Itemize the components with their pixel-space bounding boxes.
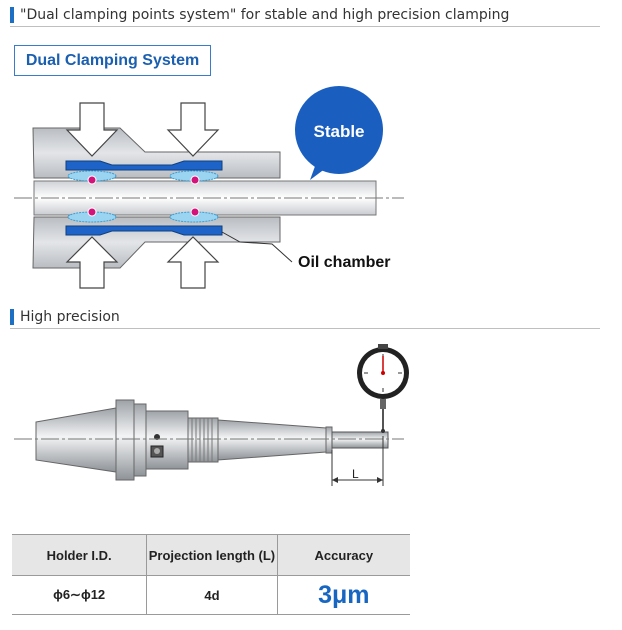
force-arrow-down (65, 102, 119, 157)
oil-chamber-label: Oil chamber (298, 254, 391, 271)
holder-body (145, 410, 189, 470)
spec-table: Holder I.D. Projection length (L) Accura… (12, 534, 410, 615)
force-arrow-up (166, 236, 220, 289)
holder-flange (115, 399, 135, 481)
oil-chamber-leader (221, 231, 293, 263)
stable-bubble (295, 86, 383, 174)
stable-label: Stable (313, 122, 365, 141)
section-header-dual-clamping: "Dual clamping points system" for stable… (10, 6, 600, 27)
clamp-point (87, 207, 97, 217)
oil-chamber-lower (65, 225, 223, 236)
clamp-point (190, 207, 200, 217)
force-arrow-up (65, 236, 119, 289)
dual-clamping-badge: Dual Clamping System (14, 45, 211, 76)
runout-measurement-diagram (14, 344, 409, 486)
holder-flange-groove (133, 403, 147, 477)
accuracy-cell: 3μm (276, 575, 410, 615)
clamp-point (190, 175, 200, 185)
section-title: High precision (20, 309, 120, 325)
holder-nose (217, 419, 327, 461)
oil-chamber-upper (65, 160, 223, 171)
force-arrow-down (166, 102, 220, 157)
section-header-high-precision: High precision (10, 308, 600, 329)
table-row: ϕ6∼ϕ12 4d 3μm (12, 575, 410, 615)
section-accent-bar (10, 309, 14, 325)
column-header: Accuracy (276, 534, 410, 576)
column-header: Holder I.D. (12, 534, 147, 576)
column-header: Projection length (L) (146, 534, 278, 576)
table-header-row: Holder I.D. Projection length (L) Accura… (12, 534, 410, 576)
clamp-point (87, 175, 97, 185)
section-title: "Dual clamping points system" for stable… (20, 7, 510, 23)
taper-shank (35, 407, 117, 473)
holder-id-cell: ϕ6∼ϕ12 (12, 575, 147, 615)
dimension-label: L (352, 467, 359, 481)
cutting-tool (331, 431, 389, 449)
section-accent-bar (10, 7, 14, 23)
clamping-cross-section-diagram (14, 86, 404, 289)
projection-length-cell: 4d (146, 575, 278, 615)
